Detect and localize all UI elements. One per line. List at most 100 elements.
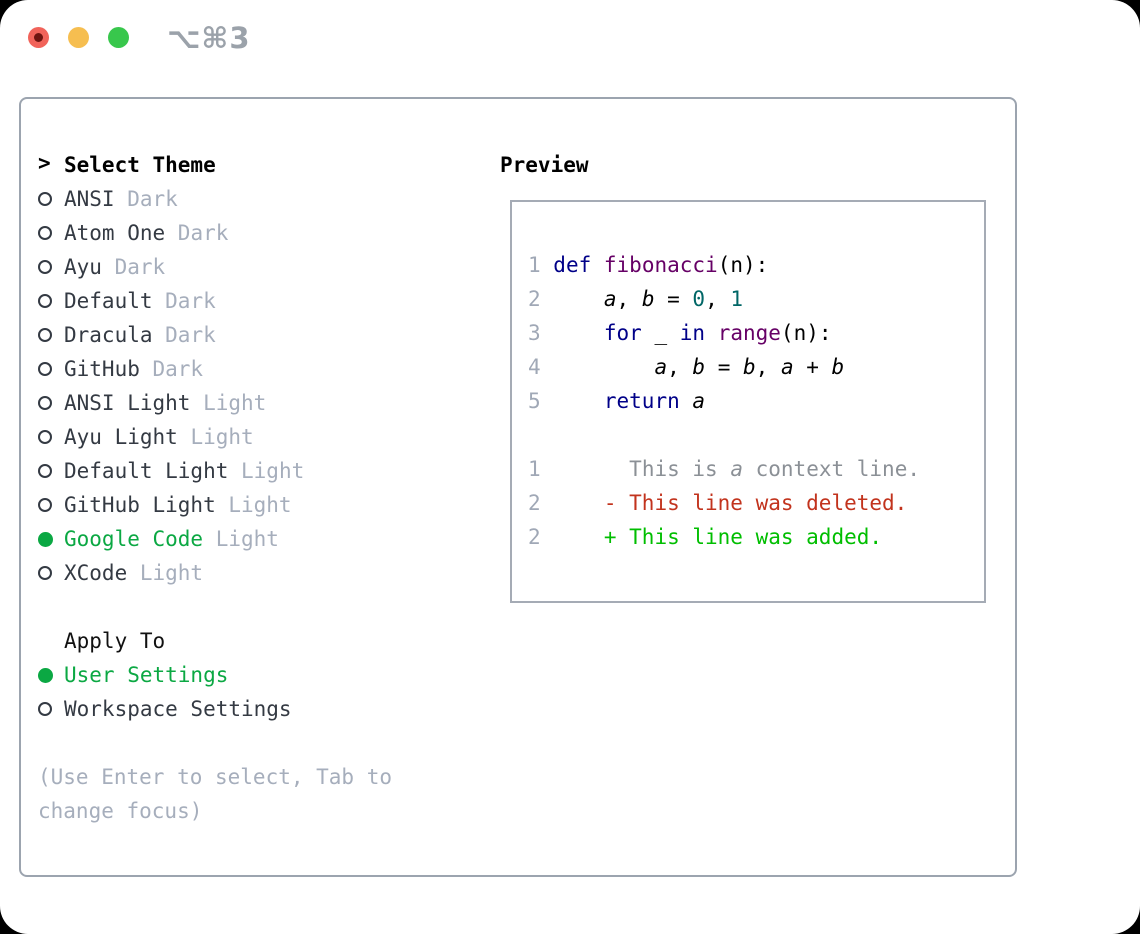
theme-option[interactable]: Google Code Light [38,522,478,556]
theme-option[interactable]: Ayu Dark [38,250,478,284]
theme-option[interactable]: ANSI Dark [38,182,478,216]
radio-selected-icon [38,668,53,683]
radio-marker [38,488,64,522]
theme-option[interactable]: ANSI Light Light [38,386,478,420]
radio-unselected-icon [38,396,52,410]
option-variant: Dark [152,323,216,347]
apply-to-header: Apply To [38,624,478,658]
theme-option[interactable]: Default Light Light [38,454,478,488]
apply-to-option[interactable]: User Settings [38,658,478,692]
theme-option[interactable]: XCode Light [38,556,478,590]
radio-unselected-icon [38,464,52,478]
option-variant: Light [203,527,279,551]
preview-box: 1 def fibonacci(n): 2 a, b = 0, 1 3 for _ … [510,200,986,603]
option-variant: Dark [101,255,166,279]
titlebar: ⌥⌘3 [0,0,1140,74]
option-label: Dracula [64,323,153,347]
theme-option[interactable]: Atom One Dark [38,216,478,250]
code-line: 4 a, b = b, a + b [528,355,845,379]
theme-option[interactable]: Ayu Light Light [38,420,478,454]
window-title: ⌥⌘3 [167,21,251,55]
apply-to-marker [38,624,64,658]
option-variant: Light [177,425,254,449]
radio-marker [38,318,64,352]
option-variant: Dark [152,289,216,313]
radio-marker [38,284,64,318]
code-line: 5 return a [528,389,706,413]
radio-selected-icon [38,532,53,547]
theme-selector-header: > Select Theme [38,148,478,182]
option-label: Default Light [64,459,229,483]
option-variant: Light [215,493,292,517]
spacer [38,726,478,760]
code-line [528,418,984,452]
option-label: GitHub [64,357,140,381]
prompt-marker: > [38,148,64,182]
radio-marker [38,420,64,454]
radio-unselected-icon [38,260,52,274]
apply-to-title: Apply To [64,629,166,653]
option-label: Default [64,289,153,313]
code-line: 1 def fibonacci(n): [528,253,769,277]
radio-unselected-icon [38,702,52,716]
theme-option[interactable]: GitHub Dark [38,352,478,386]
radio-unselected-icon [38,498,52,512]
option-label: Google Code [64,527,204,551]
apply-to-option[interactable]: Workspace Settings [38,692,478,726]
radio-unselected-icon [38,362,52,376]
option-label: Atom One [64,221,166,245]
radio-unselected-icon [38,566,52,580]
option-label: ANSI [64,187,115,211]
option-label: XCode [64,561,128,585]
option-label: Ayu Light [64,425,178,449]
theme-option[interactable]: Default Dark [38,284,478,318]
code-line: 1 This is a context line. [528,457,920,481]
close-dot-icon [34,33,43,42]
radio-unselected-icon [38,294,52,308]
option-label: Ayu [64,255,102,279]
radio-unselected-icon [38,192,52,206]
minimize-button[interactable] [68,27,89,48]
radio-marker [38,522,64,556]
prompt-icon: > [38,151,51,175]
spacer [38,590,478,624]
option-variant: Light [190,391,267,415]
option-variant: Dark [139,357,204,381]
maximize-button[interactable] [108,27,129,48]
radio-marker [38,454,64,488]
radio-marker [38,692,64,726]
code-line: 2 a, b = 0, 1 [528,287,744,311]
option-variant: Light [127,561,204,585]
radio-marker [38,352,64,386]
theme-option[interactable]: GitHub Light Light [38,488,478,522]
option-label: ANSI Light [64,391,191,415]
radio-marker [38,386,64,420]
radio-unselected-icon [38,328,52,342]
option-variant: Dark [165,221,229,245]
theme-selector-title: Select Theme [64,153,216,177]
radio-marker [38,182,64,216]
close-button[interactable] [28,27,49,48]
radio-unselected-icon [38,226,52,240]
radio-marker [38,216,64,250]
help-text: (Use Enter to select, Tab to change focu… [38,765,393,823]
code-line: 2 + This line was added. [528,525,883,549]
option-variant: Dark [114,187,178,211]
radio-unselected-icon [38,430,52,444]
code-line: 3 for _ in range(n): [528,321,832,345]
option-variant: Light [228,459,305,483]
code-line: 2 - This line was deleted. [528,491,908,515]
preview-code: 1 def fibonacci(n): 2 a, b = 0, 1 3 for _ … [512,202,984,554]
preview-title: Preview [500,153,589,177]
theme-option[interactable]: Dracula Dark [38,318,478,352]
radio-marker [38,658,64,692]
radio-marker [38,250,64,284]
option-label: GitHub Light [64,493,216,517]
option-label: Workspace Settings [64,697,292,721]
option-label: User Settings [64,663,229,687]
